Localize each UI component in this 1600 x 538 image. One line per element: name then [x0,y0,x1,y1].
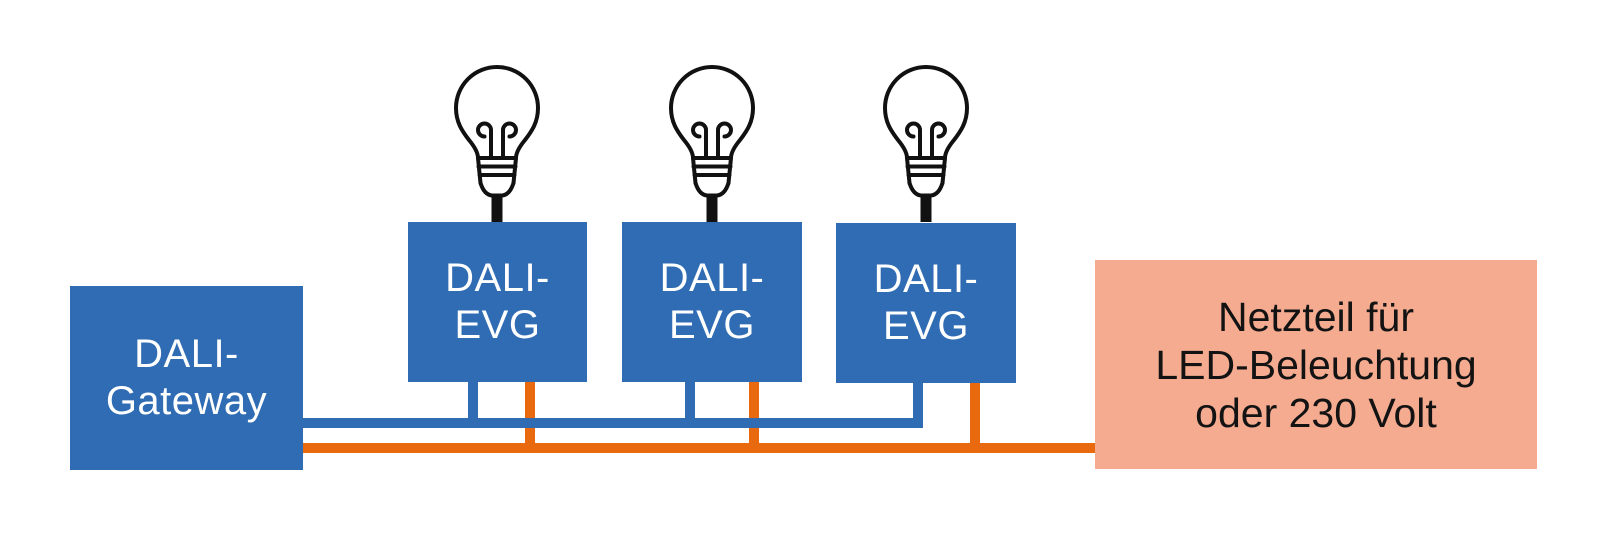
evg1-label-line2: EVG [454,303,541,347]
power-supply-label-line3: oder 230 Volt [1195,389,1437,436]
evg3-dali-drop-line [913,383,923,428]
light-bulb-icon [454,65,540,222]
light-bulb-icon [883,65,969,222]
gateway-label-line1: DALI- [134,332,239,376]
dali-evg-box-2: DALI- EVG [622,222,802,382]
evg3-label-line2: EVG [883,304,969,348]
dali-evg-box-3: DALI- EVG [836,223,1016,383]
dali-gateway-box: DALI- Gateway [70,286,303,470]
evg2-power-drop-line [749,382,759,453]
dali-bus-line [303,418,923,428]
power-supply-box: Netzteil für LED-Beleuchtung oder 230 Vo… [1095,260,1537,469]
evg2-label-line2: EVG [669,303,755,347]
evg1-dali-drop-line [468,382,478,428]
power-supply-label-line2: LED-Beleuchtung [1155,341,1477,388]
evg2-label-line1: DALI- [659,256,765,300]
light-bulb-icon [669,65,755,222]
evg1-power-drop-line [525,382,535,453]
evg3-power-drop-line [970,383,980,453]
power-line [303,443,1095,453]
evg2-dali-drop-line [685,382,695,428]
dali-evg-box-1: DALI- EVG [408,222,587,382]
evg1-label-line1: DALI- [445,256,550,300]
gateway-label-line2: Gateway [105,379,268,423]
power-supply-label-line1: Netzteil für [1218,293,1414,340]
evg3-label-line1: DALI- [873,257,979,301]
